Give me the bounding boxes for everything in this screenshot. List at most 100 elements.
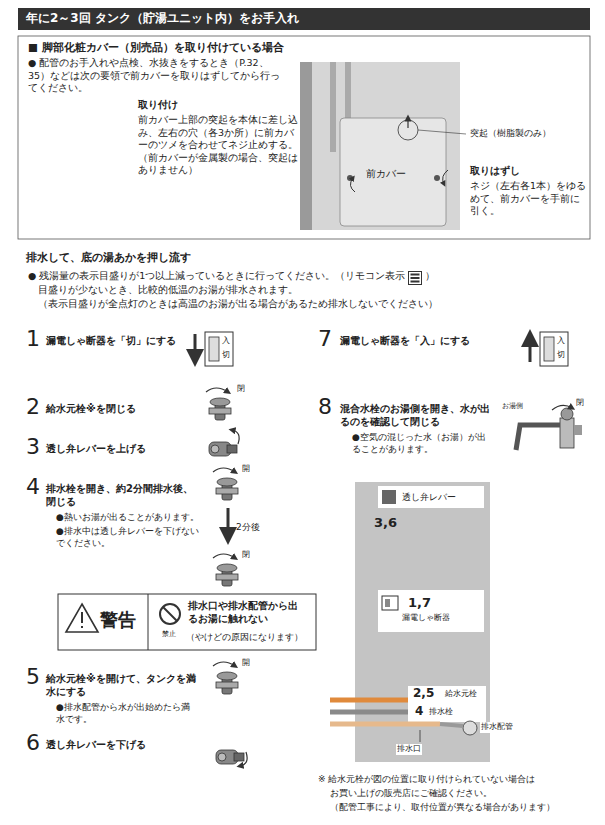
step-note: ●空気の混じった水（お湯）が出ることがあります。 — [352, 432, 492, 456]
node-text: 排水口や排水配管から出るお湯に触れない — [188, 600, 300, 625]
illustration-part — [160, 604, 180, 624]
callout-label: 給水元栓 — [444, 689, 478, 700]
illustration-part — [216, 750, 244, 764]
callout-label: 漏電しゃ断器 — [402, 613, 450, 624]
illustration-part — [340, 118, 446, 226]
illustration-part — [540, 332, 568, 366]
illustration-part — [227, 508, 230, 536]
part-label: 前カバー — [366, 168, 406, 181]
switch-label: 入 — [557, 336, 565, 347]
step-number: 6 — [26, 728, 40, 757]
illustration-part — [148, 594, 149, 650]
illustration-part — [434, 175, 440, 181]
footnote: お買い上げの販売店にご確認ください。 — [330, 788, 492, 800]
illustration-part — [418, 130, 466, 134]
illustration-part — [407, 118, 408, 128]
illustration-part — [382, 596, 398, 610]
action-label: 2分後 — [236, 522, 260, 534]
illustration-part — [194, 334, 197, 358]
illustration-part — [385, 599, 390, 607]
callout-label: 排水栓 — [428, 707, 454, 718]
cover-box-outline — [18, 36, 590, 239]
callout-label: 透し弁レバー — [402, 492, 456, 503]
step-text: 漏電しゃ断器を「切」にする — [46, 334, 196, 347]
step-text: 排水栓を開き、約2分間排水後、閉じる — [46, 482, 196, 508]
step-number: 4 — [26, 472, 40, 501]
node-text: ■ 脚部化粧カバー（別売品）を取り付けている場合 — [28, 41, 284, 55]
step-note: ●排水中は透し弁レバーを下げないでください。 — [56, 526, 201, 550]
illustration-part — [58, 594, 316, 650]
step-number: 2 — [26, 392, 40, 421]
illustration-part — [209, 442, 237, 456]
illustration-part — [66, 604, 98, 632]
illustration-part — [440, 724, 463, 726]
action-label: 開 — [242, 658, 250, 669]
title: 年に2～3回 タンク（貯湯ユニット内）をお手入れ — [26, 11, 299, 27]
step-icons — [195, 332, 582, 766]
illustration-part — [330, 62, 336, 152]
step-number: 5 — [26, 662, 40, 691]
illustration-part — [213, 468, 235, 472]
step-text: 透し弁レバーを上げる — [46, 442, 196, 455]
step-number: 8 — [318, 392, 332, 421]
callout-number: 2,5 — [412, 686, 435, 702]
illustration-part — [240, 752, 247, 766]
illustration-part — [206, 388, 228, 392]
illustration-part — [409, 272, 422, 285]
note-text: ● 残湯量の表示目盛りが1つ以上減っているときに行ってください。（リモコン表示 — [28, 270, 405, 283]
node-text: （やけどの原因になります） — [186, 632, 303, 643]
callout-label: 排水口 — [396, 744, 422, 755]
illustration-part — [350, 178, 355, 192]
illustration-part — [378, 590, 484, 632]
callout-number: 4 — [414, 704, 424, 720]
footnote: （配管工事により、取付位置が異なる場合があります） — [330, 802, 555, 814]
cover-illustration — [300, 62, 466, 230]
switch-label: 入 — [222, 336, 230, 347]
footnote: ※ 給水元栓が図の位置に取り付けられていない場合は — [318, 774, 535, 786]
illustration-part — [561, 408, 573, 420]
warning-box: 警告排水口や排水配管から出るお湯に触れない禁止（やけどの原因になります） — [58, 594, 316, 650]
illustration-part — [330, 722, 440, 727]
illustration-part — [216, 564, 238, 586]
illustration-part — [330, 698, 408, 703]
step-number: 7 — [318, 324, 332, 353]
illustration-part — [213, 554, 235, 558]
note-text: 目盛りが少ないとき、比較的低温のお湯が排水されます。 — [38, 284, 298, 297]
illustration-part — [300, 62, 460, 230]
action-label: 閉 — [576, 398, 584, 409]
node-text: 取り付け — [138, 98, 178, 111]
section-heading: 排水して、底の湯あかを押し流す — [26, 251, 191, 266]
illustration-part — [420, 730, 421, 742]
illustration-part — [516, 425, 560, 450]
illustration-part — [216, 478, 238, 500]
illustration-part — [216, 672, 238, 694]
note-text: （表示目盛りが全点灯のときは高温のお湯が出る場合があるため排水しないでください） — [38, 298, 438, 311]
illustration-part — [213, 662, 235, 666]
switch-label: 切 — [222, 350, 230, 361]
illustration-part — [560, 418, 574, 448]
illustration-part — [408, 686, 486, 722]
step-text: 透し弁レバーを下げる — [46, 738, 196, 751]
step-text: 混合水栓のお湯側を開き、水が出るのを確認して閉じる — [340, 402, 490, 428]
node-text: ● 配管のお手入れや点検、水抜きをするとき（P.32、35）などは次の要領で前カ… — [28, 57, 283, 95]
node-text: 禁止 — [162, 630, 176, 639]
illustration-part — [163, 607, 177, 621]
step-text: 給水元栓※を開けて、タンクを満水にする — [46, 672, 201, 698]
illustration-part — [81, 626, 83, 628]
note-text: ） — [425, 270, 435, 283]
action-label: 開 — [242, 464, 250, 475]
illustration-part — [355, 482, 490, 762]
illustration-part — [382, 490, 396, 504]
callout-label: 突起（樹脂製のみ） — [470, 128, 588, 140]
illustration-part — [81, 612, 83, 623]
callout-number: 3,6 — [374, 514, 397, 531]
step-note: ●熱いお湯が出ることがあります。 — [56, 512, 199, 524]
illustration-part — [300, 62, 312, 230]
illustration-part — [411, 274, 420, 276]
callout-number: 1,7 — [408, 594, 431, 611]
action-label: 閉 — [237, 384, 245, 395]
step-note: ●排水配管から水が出始めたら満水です。 — [56, 702, 196, 726]
switch-label: 切 — [557, 350, 565, 361]
storage-tank — [330, 482, 490, 762]
